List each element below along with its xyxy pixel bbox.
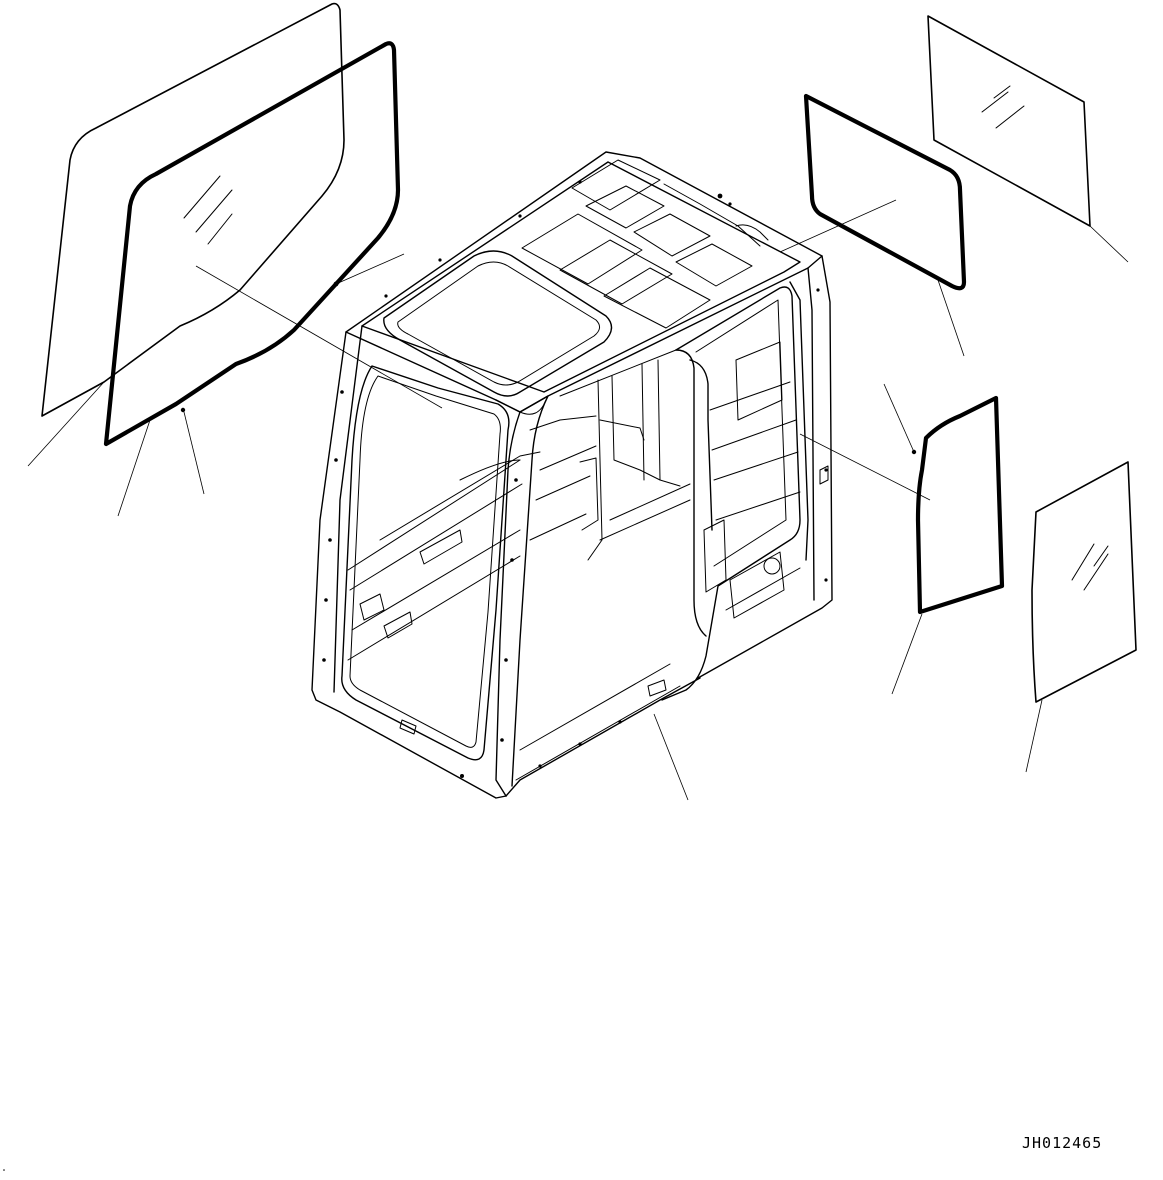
cab-frame <box>311 151 833 799</box>
right-upper-sealed-glass-pane <box>803 93 967 291</box>
left-sealed-glass-pane <box>103 41 401 447</box>
right-upper-outer-glass-pane <box>927 15 1091 227</box>
corner-mark <box>3 1169 5 1171</box>
left-outer-glass-pane <box>41 2 345 417</box>
right-lower-sealed-glass-pane <box>915 395 1005 615</box>
leader-lines <box>27 199 1129 801</box>
drawing-code: JH012465 <box>1022 1134 1103 1152</box>
right-lower-outer-glass-pane <box>1031 461 1137 703</box>
